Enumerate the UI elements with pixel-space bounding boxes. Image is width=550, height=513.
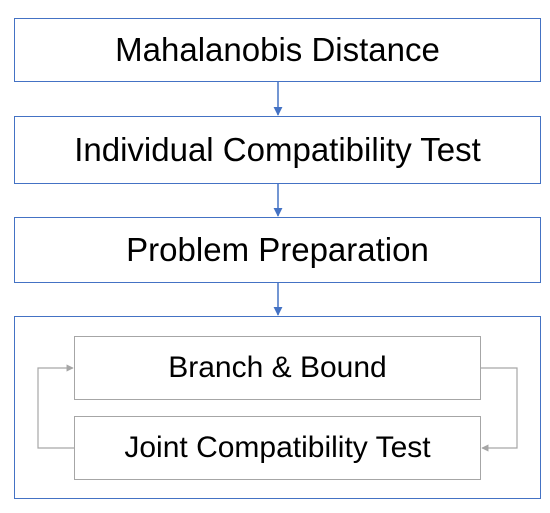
step-label: Mahalanobis Distance bbox=[115, 31, 440, 68]
step-label: Joint Compatibility Test bbox=[124, 431, 431, 464]
step-label: Branch & Bound bbox=[168, 351, 387, 384]
step-problem-preparation: Problem Preparation bbox=[14, 217, 541, 283]
loop-step-branch-and-bound: Branch & Bound bbox=[74, 336, 481, 400]
step-label: Individual Compatibility Test bbox=[74, 131, 481, 168]
step-label: Problem Preparation bbox=[126, 231, 429, 268]
step-mahalanobis-distance: Mahalanobis Distance bbox=[14, 18, 541, 82]
loop-step-joint-compatibility-test: Joint Compatibility Test bbox=[74, 416, 481, 480]
step-individual-compatibility-test: Individual Compatibility Test bbox=[14, 116, 541, 184]
